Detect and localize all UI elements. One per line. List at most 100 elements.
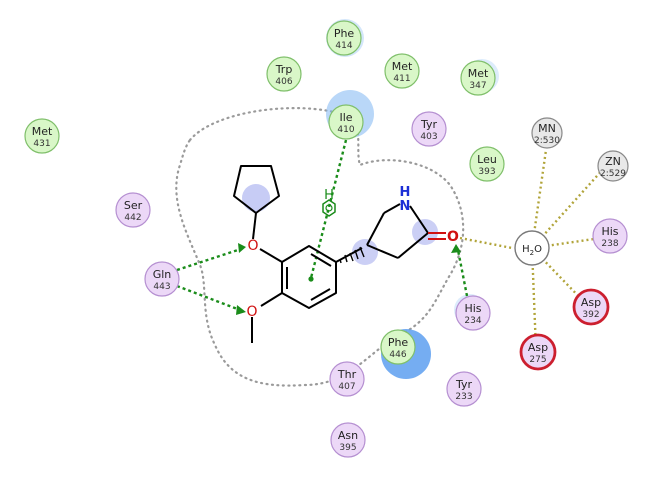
residue-name: His <box>601 225 618 238</box>
hbond-arrowhead <box>236 305 246 315</box>
residue-number: 238 <box>601 239 618 249</box>
residue-number: 414 <box>335 41 352 51</box>
residue-circle <box>144 261 180 297</box>
residue-number: 392 <box>582 310 599 320</box>
water-sub: 2 <box>530 249 534 257</box>
residue-name: Met <box>468 67 489 80</box>
residue-name: Ile <box>339 111 352 124</box>
residue-circle <box>455 295 491 331</box>
ether-oxygen-upper: O <box>247 238 258 254</box>
amide-nitrogen: N <box>400 199 411 214</box>
residue-number: 234 <box>464 316 481 326</box>
residue-name: Asp <box>528 341 548 354</box>
stereo-hash-bond <box>339 246 365 264</box>
residue-number: 410 <box>337 125 354 135</box>
residue-circle <box>597 150 629 182</box>
hbond-arrowhead <box>238 243 246 253</box>
water-o: O <box>534 244 542 255</box>
hbond-arrowhead <box>451 244 461 253</box>
residue-circle <box>24 118 60 154</box>
residue-circle <box>411 111 447 147</box>
residue-number: 403 <box>420 132 437 142</box>
residue-name: Phe <box>334 27 355 40</box>
residue-number: 393 <box>478 167 495 177</box>
residue-mn530: MN2:530 <box>531 117 563 149</box>
residue-number: 395 <box>339 443 356 453</box>
residue-number: 275 <box>529 355 546 365</box>
residue-number: 431 <box>33 139 50 149</box>
residue-name: Trp <box>275 63 293 76</box>
residue-name: Phe <box>388 336 409 349</box>
residue-number: 233 <box>455 392 472 402</box>
hydrogen-bonds <box>176 247 469 312</box>
residue-circle <box>380 329 416 365</box>
residue-number: 2:530 <box>534 136 560 146</box>
ether-oxygen-lower: O <box>246 304 257 320</box>
residue-circle <box>446 371 482 407</box>
residue-number: 446 <box>389 350 406 360</box>
ring-centroid <box>308 276 314 282</box>
residue-name: Asp <box>581 296 601 309</box>
residue-circle <box>328 104 364 140</box>
residue-circle <box>469 146 505 182</box>
residue-circle <box>592 218 628 254</box>
residue-number: 407 <box>338 382 355 392</box>
carbonyl-oxygen: O <box>447 229 459 245</box>
pi-aromatic-icon <box>322 199 336 217</box>
residue-name: Tyr <box>455 378 473 391</box>
water-h: H <box>522 244 530 255</box>
residue-circle <box>572 288 610 326</box>
residue-number: 347 <box>469 81 486 91</box>
residue-circle <box>115 192 151 228</box>
ligand-structure <box>233 165 446 343</box>
residue-name: Leu <box>477 153 497 166</box>
residue-circle <box>330 422 366 458</box>
ligand-exposure <box>242 184 270 212</box>
residue-name: MN <box>538 122 556 135</box>
residue-name: Met <box>392 60 413 73</box>
residue-circle <box>266 56 302 92</box>
residue-name: Tyr <box>420 118 438 131</box>
residue-circle <box>519 333 557 371</box>
residue-name: His <box>464 302 481 315</box>
residue-name: ZN <box>605 155 621 168</box>
residue-zn529: ZN2:529 <box>597 150 629 182</box>
residue-name: Gln <box>153 268 172 281</box>
water-molecule: H2O <box>514 230 550 266</box>
residue-circle <box>326 20 362 56</box>
residue-number: 442 <box>124 213 141 223</box>
residue-number: 411 <box>393 74 410 84</box>
amide-hydrogen: H <box>400 185 411 200</box>
svg-text:H2O: H2O <box>522 244 542 257</box>
residue-number: 406 <box>275 77 292 87</box>
pi-hydrogen-label: H <box>324 188 334 203</box>
residue-circle <box>329 361 365 397</box>
residue-circle <box>531 117 563 149</box>
residue-name: Met <box>32 125 53 138</box>
residue-circle <box>460 60 496 96</box>
residue-number: 443 <box>153 282 170 292</box>
residue-circle <box>384 53 420 89</box>
residue-name: Asn <box>338 429 358 442</box>
residue-number: 2:529 <box>600 169 626 179</box>
